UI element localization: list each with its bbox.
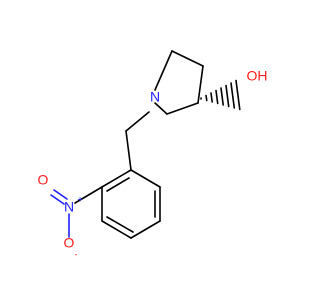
molecule-canvas: N OH N + O O -	[38, 50, 268, 259]
nitro-nitrogen-label: N	[64, 199, 74, 215]
hydroxyl-label: OH	[247, 68, 268, 84]
benzene-ring	[101, 169, 161, 239]
nitro-oxygen-double-label: O	[38, 172, 49, 188]
nitro-oxygen-single-label: O	[64, 235, 75, 251]
nitro-nitrogen-charge: +	[77, 194, 82, 204]
nitro-oxygen-charge: -	[75, 249, 78, 259]
ring-bond-c5-c2	[171, 50, 204, 67]
bond-n-ch2	[125, 111, 150, 132]
stereo-hash-bond	[200, 79, 241, 111]
pyrrolidine-ring	[154, 50, 204, 115]
ring-bond-c4-n	[154, 102, 168, 115]
ring-nitrogen-label: N	[150, 89, 160, 105]
ring-bond-c2-c3	[197, 65, 204, 104]
ring-bond-n-c5	[154, 50, 173, 91]
bond-aryl-nitro	[74, 186, 103, 204]
bond-ch2-aryl	[125, 130, 132, 171]
structure-diagram: N OH N + O O -	[37, 50, 268, 260]
nitro-double-bond	[50, 189, 68, 205]
ring-bond-c3-c4	[166, 102, 199, 115]
